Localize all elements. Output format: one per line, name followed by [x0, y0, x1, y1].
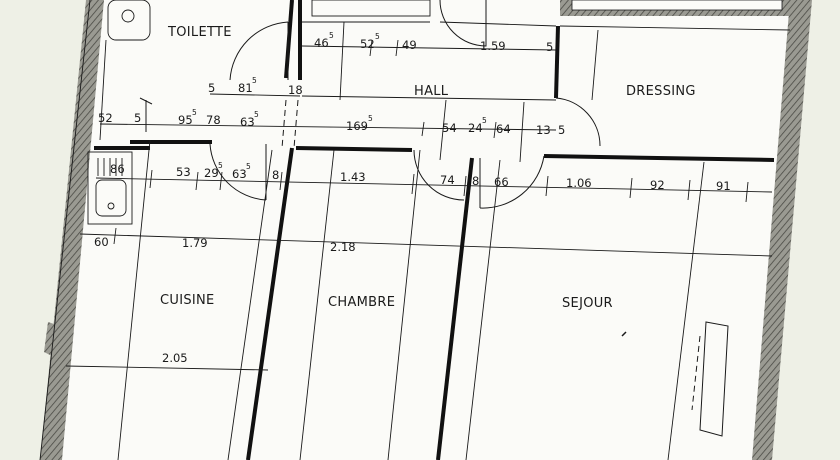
dim-54: 54	[442, 121, 457, 135]
door-arc-kitchen	[209, 143, 267, 201]
sink-drain	[107, 202, 115, 210]
wall-dressing-left	[554, 25, 560, 99]
door-arc-top	[439, 0, 487, 47]
wall-chambre-sejour	[436, 157, 474, 460]
dim-sup: 5	[192, 108, 197, 117]
dim-sup: 5	[218, 161, 223, 170]
door-arc-toilette	[229, 21, 289, 81]
bay-window-right	[699, 321, 729, 437]
wall-hall-chambre	[295, 146, 413, 152]
dim-91: 91	[716, 179, 731, 193]
sink-basin	[95, 179, 127, 217]
dim-5-d: 5	[558, 123, 565, 137]
dim-53: 53	[176, 165, 191, 179]
dim-92: 92	[650, 178, 665, 192]
door-arc-chambre	[413, 149, 465, 201]
door-arc-dressing	[555, 97, 601, 147]
wall-hall-top-b	[439, 21, 557, 27]
dim-8-b: 8	[472, 174, 479, 188]
dim-169: 169	[346, 119, 368, 133]
dim-sup: 5	[252, 76, 257, 85]
dim-5-b: 5	[208, 81, 215, 95]
dim-95: 95	[178, 113, 193, 127]
dim-52-left: 52	[98, 111, 113, 125]
dim-49: 49	[402, 38, 417, 52]
dim-sup: 5	[482, 116, 487, 125]
room-label-cuisine: CUISINE	[160, 293, 215, 308]
dim-5-a: 5	[546, 40, 553, 54]
dim-143: 1.43	[340, 170, 366, 184]
dim-81: 81	[238, 81, 253, 95]
dashed-window-bay	[691, 335, 701, 411]
wall-hall-sejour	[543, 154, 775, 162]
kitchen-sink	[87, 151, 133, 225]
dim-sup: 5	[329, 31, 334, 40]
dashed-partition-a	[281, 99, 287, 149]
dim-sup: 5	[246, 162, 251, 171]
wall-kitchen-chambre	[246, 147, 294, 460]
dim-205: 2.05	[162, 351, 188, 365]
dim-78: 78	[206, 113, 221, 127]
dim-sup: 5	[254, 110, 259, 119]
wall-dressing-top	[559, 25, 791, 31]
dim-18: 18	[288, 83, 303, 97]
top-cupboard	[311, 0, 431, 17]
dim-60: 60	[94, 235, 109, 249]
wc-fixture	[107, 0, 151, 41]
dim-29: 29	[204, 166, 219, 180]
dimension-ticks	[113, 39, 749, 261]
outer-wall-right	[752, 0, 812, 460]
dim-13: 13	[536, 123, 551, 137]
door-arc-sejour	[479, 155, 545, 209]
wall-hall-mid	[301, 95, 557, 101]
room-label-chambre: CHAMBRE	[328, 295, 395, 310]
dim-5-c: 5	[134, 111, 141, 125]
door-arc-left	[139, 97, 153, 132]
dim-86: 86	[110, 162, 125, 176]
dim-46: 46	[314, 36, 329, 50]
dim-52-top: 52	[360, 37, 375, 51]
plan-sheet	[40, 0, 812, 460]
mark-sejour	[621, 331, 627, 337]
dim-179: 1.79	[182, 236, 208, 250]
dim-63-a: 63	[240, 115, 255, 129]
dim-63-b: 63	[232, 167, 247, 181]
window-opening-top	[571, 0, 783, 11]
room-label-hall: HALL	[414, 84, 449, 99]
room-label-dressing: DRESSING	[626, 84, 696, 99]
wall-toilette-right	[284, 0, 294, 79]
room-label-toilette: TOILETTE	[167, 25, 232, 40]
dim-64: 64	[496, 122, 511, 136]
dashed-partition-b	[293, 99, 299, 149]
dim-74: 74	[440, 173, 455, 187]
room-label-sejour: SEJOUR	[562, 296, 613, 311]
dim-66: 66	[494, 175, 509, 189]
dim-sup: 5	[368, 114, 373, 123]
sink-drainboard	[97, 158, 123, 176]
dim-106: 1.06	[566, 176, 592, 190]
dim-sup: 5	[375, 32, 380, 41]
left-notch	[44, 322, 72, 360]
dim-24: 24	[468, 121, 483, 135]
dim-159: 1.59	[480, 39, 506, 53]
dim-218: 2.18	[330, 240, 356, 254]
dimension-lines	[39, 0, 773, 460]
dim-8: 8	[272, 168, 279, 182]
wc-bowl	[121, 9, 135, 23]
